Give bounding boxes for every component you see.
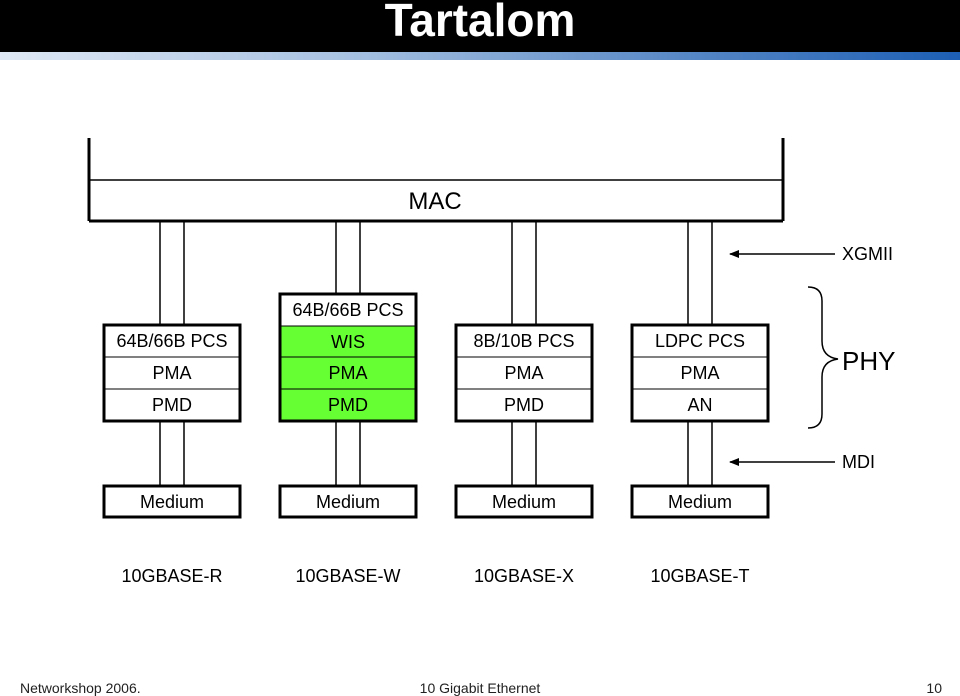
stack-10gbase-r [102,323,242,423]
layer-label: LDPC PCS [654,331,746,351]
medium-label: Medium [491,492,557,512]
standard-name: 10GBASE-T [650,566,750,586]
slide-title: Tartalom [384,0,576,46]
standard-name: 10GBASE-W [295,566,401,586]
layer-label: PMA [152,363,192,383]
title-bar: Tartalom [0,0,960,60]
footer-event: Networkshop 2006. [20,680,141,696]
stack-10gbase-x [454,323,594,423]
standard-name: 10GBASE-R [121,566,223,586]
xgmii-connectors [159,221,713,325]
title-stripe [0,52,960,60]
layer-label: PMD [152,395,192,415]
layer-label: WIS [331,332,365,352]
stack-10gbase-w [278,292,418,423]
layer-label: PMD [504,395,544,415]
page-number: 10 [926,680,942,696]
layer-label: PMA [680,363,720,383]
layer-label: AN [687,395,713,415]
mdi-connectors [159,421,713,486]
layer-label: PMD [328,395,368,415]
standard-name: 10GBASE-X [473,566,575,586]
layer-label: 64B/66B PCS [292,300,404,320]
layer-label: 64B/66B PCS [116,331,228,351]
layer-label: PMA [504,363,544,383]
medium-label: Medium [667,492,733,512]
mdi-label: MDI [842,452,875,472]
phy-brace [807,286,839,429]
medium-label: Medium [315,492,381,512]
stack-10gbase-t [630,323,770,423]
xgmii-label: XGMII [842,244,894,264]
medium-boxes [102,484,770,519]
medium-label: Medium [139,492,205,512]
mac-block [87,138,785,223]
layer-label: 8B/10B PCS [473,331,575,351]
mac-label: MAC [408,188,462,215]
phy-label: PHY [842,346,896,376]
footer-topic: 10 Gigabit Ethernet [419,680,541,696]
layer-label: PMA [328,363,368,383]
